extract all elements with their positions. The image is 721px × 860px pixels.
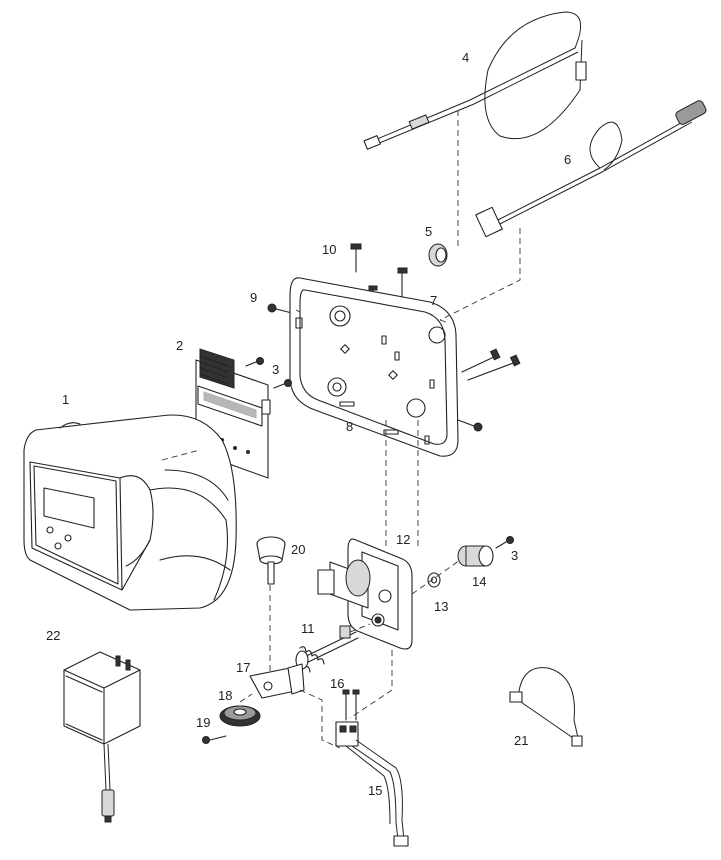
screw-part-19: [202, 735, 227, 744]
screw-part-9: [267, 303, 293, 314]
callout-3b: 3: [511, 548, 518, 563]
callout-15: 15: [368, 783, 382, 798]
meter-cable-part-4: [363, 11, 587, 150]
transformer-part-22: [63, 651, 141, 823]
cable-part-21: [509, 667, 583, 747]
callout-7: 7: [430, 293, 437, 308]
cable-part-6: [475, 100, 707, 238]
screw-part-3b: [495, 536, 514, 549]
fitting-part-14: [457, 545, 494, 567]
callout-labels: 1 2 3 3 4 5 6 7 8 9 10 11 12 13 14 15 16…: [46, 50, 571, 798]
callout-19: 19: [196, 715, 210, 730]
plate-side-screws: [457, 348, 521, 432]
motor-part-12: [317, 538, 413, 650]
callout-13: 13: [434, 599, 448, 614]
bracket-part-17: [249, 663, 305, 699]
grommet-part-5: [428, 243, 448, 267]
callout-18: 18: [218, 688, 232, 703]
screws-part-16: [342, 689, 360, 721]
controller-housing-part-1: [23, 414, 237, 611]
callout-14: 14: [472, 574, 486, 589]
callout-4: 4: [462, 50, 469, 65]
gear-part-18: [219, 705, 261, 727]
callout-21: 21: [514, 733, 528, 748]
knob-part-20: [256, 536, 286, 585]
callout-2: 2: [176, 338, 183, 353]
assembly-guide-lines: [161, 110, 521, 749]
callout-22: 22: [46, 628, 60, 643]
callout-5: 5: [425, 224, 432, 239]
callout-16: 16: [330, 676, 344, 691]
callout-6: 6: [564, 152, 571, 167]
screws-part-3a: [245, 357, 292, 389]
callout-17: 17: [236, 660, 250, 675]
callout-20: 20: [291, 542, 305, 557]
callout-1: 1: [62, 392, 69, 407]
callout-8: 8: [346, 419, 353, 434]
callout-12: 12: [396, 532, 410, 547]
callout-9: 9: [250, 290, 257, 305]
back-plate: [289, 277, 459, 457]
callout-11: 11: [301, 621, 315, 636]
callout-10: 10: [322, 242, 336, 257]
callout-3a: 3: [272, 362, 279, 377]
switch-harness-part-15: [335, 721, 409, 847]
